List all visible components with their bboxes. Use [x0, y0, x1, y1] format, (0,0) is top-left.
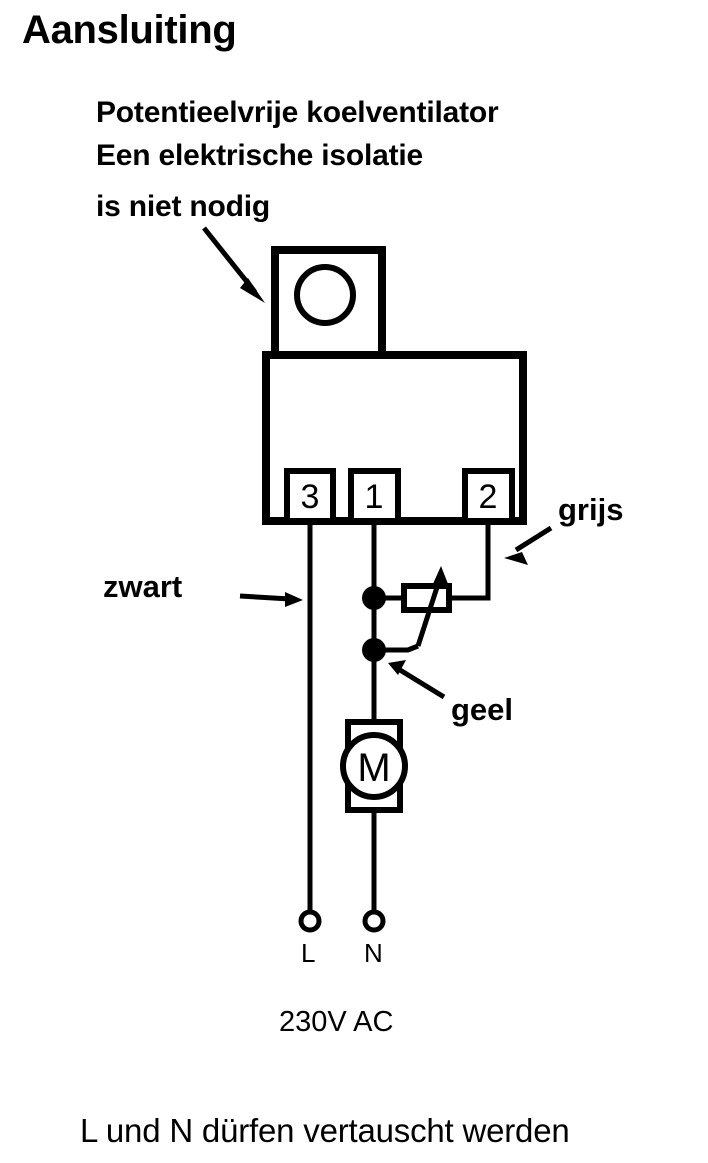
fan-circle: [294, 264, 356, 326]
line-label-L: L: [301, 938, 316, 968]
callout-arrow-grijs: [504, 525, 553, 565]
note-line-1: Potentieelvrije koelventilator: [96, 96, 499, 129]
junction-dot-lower: [362, 638, 386, 662]
terminal-label-1: 1: [365, 478, 384, 516]
terminal-N-connector: [362, 909, 386, 933]
callout-arrow-fan: [202, 226, 265, 303]
terminal-label-2: 2: [479, 478, 498, 516]
wire-label-grijs: grijs: [558, 492, 624, 527]
rheostat-wiper-arrowhead: [432, 566, 450, 589]
footer-note: L und N dürfen vertauscht werden: [80, 1112, 570, 1149]
junction-dot-upper: [362, 586, 386, 610]
page-title: Aansluiting: [22, 8, 237, 52]
terminal-label-3: 3: [301, 478, 320, 516]
callout-arrow-zwart: [239, 592, 303, 607]
rheostat-wiper-line: [415, 577, 443, 647]
terminal-L-connector: [298, 909, 322, 933]
motor-circle: [340, 732, 408, 800]
motor-symbol-letter: M: [357, 746, 390, 790]
note-line-3: is niet nodig: [96, 190, 271, 223]
rheostat-box: [401, 583, 452, 613]
callout-arrow-geel: [388, 660, 446, 700]
voltage-label: 230V AC: [279, 1006, 394, 1038]
terminal-box-1: [348, 468, 401, 524]
note-line-2: Een elektrische isolatie: [96, 139, 424, 172]
wire-label-zwart: zwart: [103, 569, 183, 604]
wire-grey-terminal2-to-rheostat: [448, 521, 491, 601]
wire-label-geel: geel: [451, 692, 514, 727]
line-label-N: N: [364, 938, 383, 968]
